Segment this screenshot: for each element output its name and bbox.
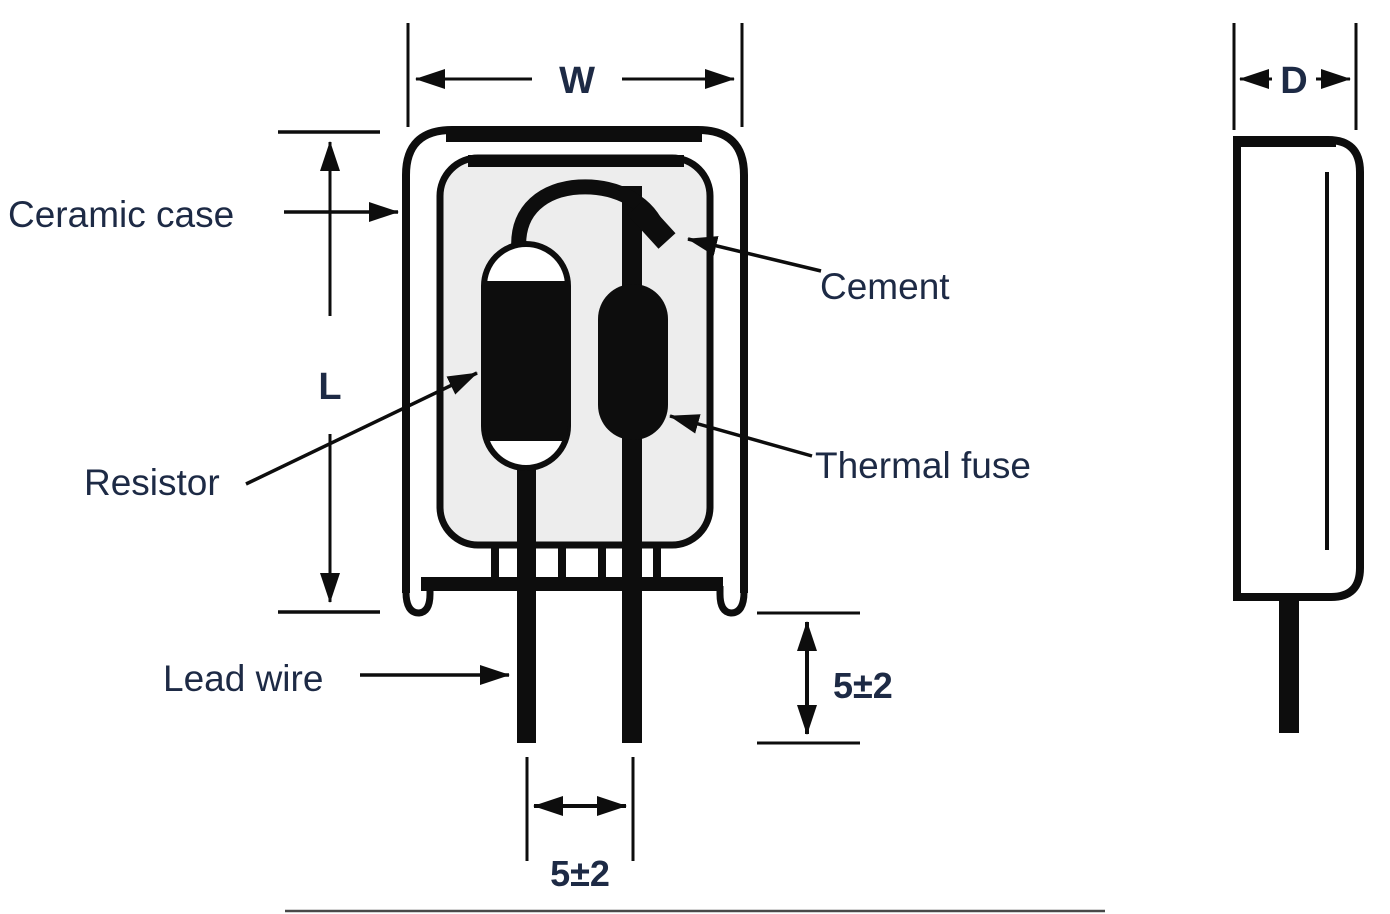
thermal-fuse-arrow [669,414,813,458]
resistor-element [481,241,571,471]
side-case-top-edge [1240,137,1336,147]
callout-cement: Cement [687,236,950,307]
resistor-label: Resistor [84,462,220,503]
bottom-plate [421,577,723,591]
resistor-body [484,281,568,441]
case-bottom-structure [421,545,723,591]
resistor-arrow [245,371,478,486]
cavity-outline [436,154,714,549]
lead-wire-label: Lead wire [163,658,323,699]
dimension-lead-spacing: 5±2 [525,757,635,894]
jumper-and-cement [511,179,676,253]
thermal-fuse-label: Thermal fuse [815,445,1031,486]
cement-arrow [687,236,822,273]
dimension-lead-standoff: 5±2 [757,611,893,745]
case-left-foot [402,555,434,617]
ceramic-case-top-edge [446,129,702,142]
thermal-fuse-element [598,284,668,440]
dimension-d: D [1232,23,1358,130]
right-lead-wire [622,186,642,743]
side-view [1233,136,1364,733]
potting-cavity [436,154,714,549]
callout-lead-wire: Lead wire [163,658,510,699]
side-case-outline [1233,136,1364,601]
case-right-foot [716,555,748,617]
dimension-l: L [278,130,380,614]
cement-label: Cement [820,266,950,307]
lead-standoff-label: 5±2 [833,665,893,706]
d-dimension-label: D [1280,60,1307,102]
dimension-w: W [406,23,744,127]
callout-ceramic-case: Ceramic case [8,194,399,235]
cement-blob [627,199,676,249]
callout-resistor: Resistor [84,371,478,503]
side-lead-wire [1279,597,1299,733]
ceramic-case-label: Ceramic case [8,194,234,235]
l-dimension-label: L [318,366,341,408]
callout-thermal-fuse: Thermal fuse [669,414,1031,486]
w-dimension-label: W [559,60,595,102]
ceramic-case-outline [402,126,748,617]
front-view [402,126,748,743]
cavity-top-edge [468,155,684,167]
left-lead-wire [517,464,536,743]
lead-spacing-label: 5±2 [550,853,610,894]
